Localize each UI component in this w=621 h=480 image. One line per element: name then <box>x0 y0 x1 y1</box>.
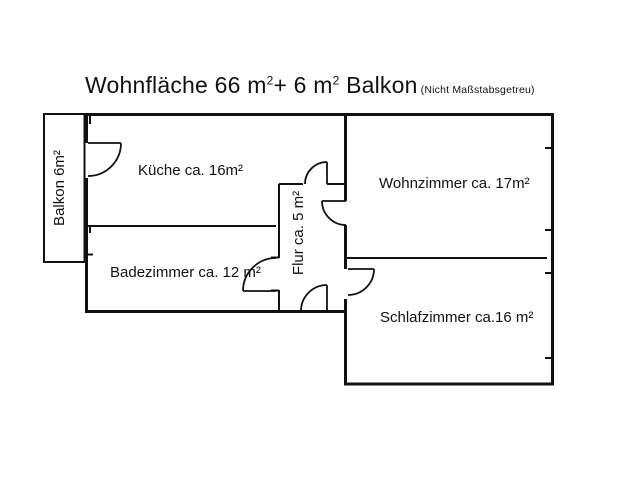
door-swing-arc <box>347 268 375 296</box>
walls <box>85 113 554 386</box>
wall-tick-marks <box>86 116 553 359</box>
door-swing-arc <box>87 142 122 177</box>
door-flur-schlafzimmer <box>347 268 375 296</box>
badezimmer-label: Badezimmer ca. 12 m² <box>110 264 261 281</box>
title-text-2: + 6 m <box>273 72 333 98</box>
title-sup-2: 2 <box>332 73 340 88</box>
title-text-3: Balkon <box>339 72 418 98</box>
door-flur-wohnzimmer <box>321 200 347 226</box>
door-swing-arc <box>321 200 347 226</box>
kueche-label: Küche ca. 16m² <box>138 162 243 179</box>
door-badezimmer-flur <box>242 257 277 292</box>
room-labels: Küche ca. 16m² Wohnzimmer ca. 17m² Badez… <box>51 150 533 326</box>
title-text-1: Wohnfläche 66 m <box>85 72 267 98</box>
balkon-area <box>43 113 86 263</box>
door-balkon-kueche <box>87 142 122 177</box>
door-entrance <box>300 284 328 312</box>
schlafzimmer-label: Schlafzimmer ca.16 m² <box>380 309 533 326</box>
door-swing-arc <box>242 257 277 292</box>
door-swing-arc <box>300 284 328 312</box>
door-swing-arc <box>304 161 328 185</box>
balkon-label: Balkon 6m² <box>51 150 68 226</box>
title-note: (Nicht Maßstabsgetreu) <box>420 84 535 96</box>
wohnzimmer-label: Wohnzimmer ca. 17m² <box>379 175 530 192</box>
door-kueche-flur <box>304 161 328 185</box>
page-title: Wohnfläche 66 m2+ 6 m2 Balkon(Nicht Maßs… <box>85 72 535 99</box>
doors <box>87 142 375 312</box>
flur-label: Flur ca. 5 m² <box>290 191 307 275</box>
title-sup-1: 2 <box>266 73 274 88</box>
